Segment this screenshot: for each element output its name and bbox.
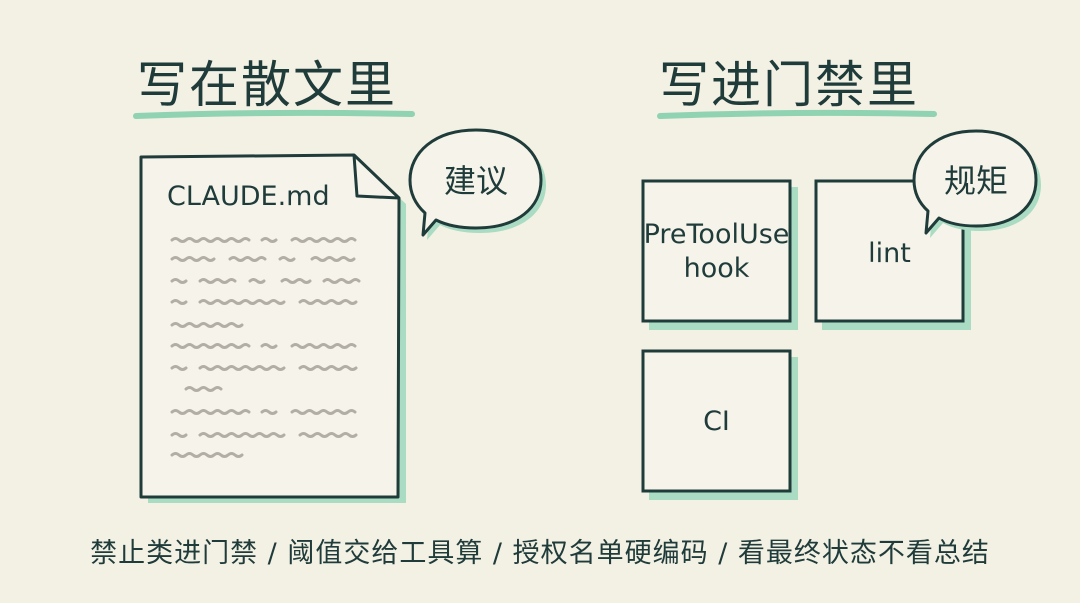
ci-box [641,349,792,493]
prose-scribble-line [290,237,357,243]
prose-scribbles [170,237,361,458]
advice-bubble [408,128,543,237]
ci-box-label: CI [703,406,730,437]
prose-scribble-line [184,386,223,392]
prose-scribble-line [170,278,188,284]
prose-scribble-line [298,299,358,305]
prose-scribble-line [228,256,267,262]
lint-box-label: lint [868,238,911,269]
prose-scribble-line [170,322,244,328]
prose-scribble-line [322,278,361,284]
hook-box [641,179,792,323]
advice-bubble-text: 建议 [443,162,508,200]
prose-scribble-line [290,343,357,349]
prose-scribble-line [170,452,244,458]
prose-scribble-line [260,409,278,415]
prose-scribble-line [170,343,251,349]
prose-scribble-line [260,237,278,243]
prose-scribble-line [170,237,251,243]
prose-scribble-line [278,256,296,262]
prose-scribble-line [198,365,286,371]
rule-bubble-text: 规矩 [943,162,1008,200]
prose-scribble-line [170,432,188,438]
prose-scribble-line [170,256,216,262]
prose-scribble-line [280,278,312,284]
document-fold [352,154,400,200]
prose-scribble-line [170,365,188,371]
prose-scribble-line [298,365,358,371]
right-title-underline [657,109,937,119]
prose-scribble-line [198,278,237,284]
hook-box-label: PreToolUse hook [643,219,790,284]
prose-scribble-line [260,343,278,349]
left-title: 写在散文里 [137,56,397,114]
prose-scribble-line [248,278,266,284]
left-title-underline [133,109,415,119]
prose-scribble-line [198,432,286,438]
document-name: CLAUDE.md [167,181,330,212]
right-title: 写进门禁里 [659,56,919,114]
prose-scribble-line [170,409,251,415]
prose-scribble-line [198,299,286,305]
prose-scribble-line [290,409,357,415]
rule-bubble [912,129,1038,235]
prose-scribble-line [298,432,358,438]
footer-caption: 禁止类进门禁 / 阈值交给工具算 / 授权名单硬编码 / 看最终状态不看总结 [90,538,990,569]
prose-scribble-line [170,299,188,305]
prose-scribble-line [310,256,356,262]
